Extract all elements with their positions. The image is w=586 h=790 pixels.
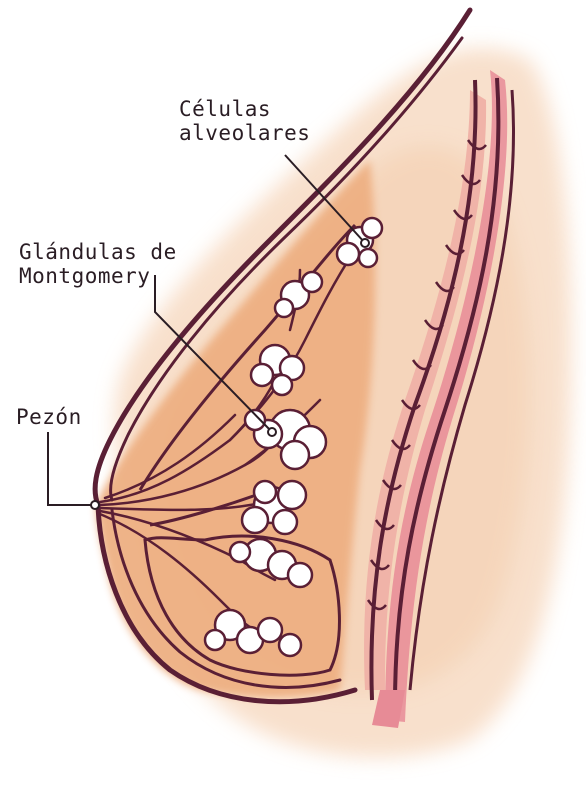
montgomery-glands-label-line2: Montgomery — [19, 264, 177, 288]
montgomery-point — [268, 428, 276, 436]
alveolar-point — [361, 239, 369, 247]
nipple-label: Pezón — [16, 405, 82, 429]
nipple-leader — [48, 432, 95, 505]
nipple-point — [91, 501, 99, 509]
montgomery-glands-label-line1: Glándulas de — [19, 240, 177, 264]
alveolar-cells-label-line1: Células — [179, 97, 310, 121]
alveolar-cells-label-line2: alveolares — [179, 121, 310, 145]
